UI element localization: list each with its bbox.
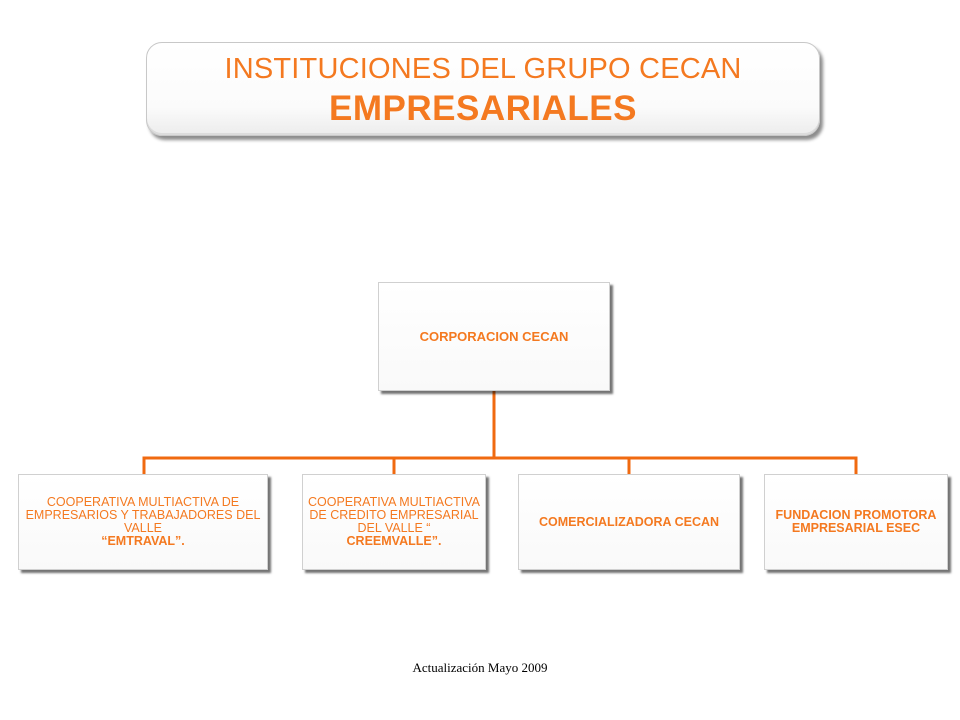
title-line-1: INSTITUCIONES DEL GRUPO CECAN: [224, 53, 742, 85]
node-label: FUNDACION PROMOTORA EMPRESARIAL ESEC: [775, 508, 937, 535]
title-banner: INSTITUCIONES DEL GRUPO CECAN EMPRESARIA…: [146, 42, 820, 136]
node-label-text: COOPERATIVA MULTIACTIVA DE CREDITO EMPRE…: [307, 495, 480, 535]
node-label: CORPORACION CECAN: [419, 329, 569, 344]
node-label-emphasis: “EMTRAVAL”.: [101, 534, 185, 548]
node-comercializadora-cecan: COMERCIALIZADORA CECAN: [518, 474, 740, 570]
node-creemvalle: COOPERATIVA MULTIACTIVA DE CREDITO EMPRE…: [302, 474, 486, 570]
node-label: COOPERATIVA MULTIACTIVA DE CREDITO EMPRE…: [306, 496, 482, 548]
footer-update-date: Actualización Mayo 2009: [412, 660, 548, 675]
node-label-emphasis: CREEMVALLE”.: [346, 534, 442, 548]
node-corporacion-cecan: CORPORACION CECAN: [378, 282, 610, 391]
node-fundacion-esec: FUNDACION PROMOTORA EMPRESARIAL ESEC: [764, 474, 948, 570]
node-label: COOPERATIVA MULTIACTIVA DE EMPRESARIOS Y…: [22, 496, 264, 548]
title-line-2: EMPRESARIALES: [329, 89, 637, 128]
node-label-text: COOPERATIVA MULTIACTIVA DE EMPRESARIOS Y…: [25, 495, 261, 535]
node-emtraval: COOPERATIVA MULTIACTIVA DE EMPRESARIOS Y…: [18, 474, 268, 570]
node-label: COMERCIALIZADORA CECAN: [538, 514, 720, 529]
